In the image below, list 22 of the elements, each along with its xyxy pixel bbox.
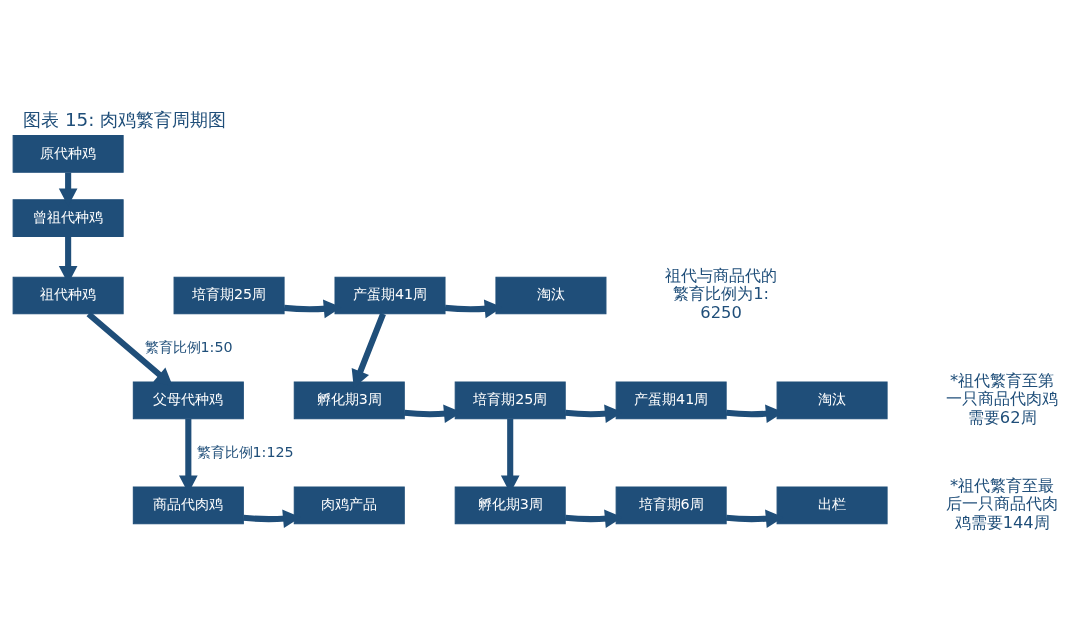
node-box: 肉鸡产品 <box>293 486 405 525</box>
node-box: 祖代种鸡 <box>12 276 124 315</box>
diagram-title: 图表 15: 肉鸡繁育周期图 <box>23 108 227 130</box>
node-box: 淘汰 <box>776 381 888 420</box>
node-box: 孵化期3周 <box>454 486 566 525</box>
node-box: 产蛋期41周 <box>334 276 446 315</box>
node-box: 培育期25周 <box>454 381 566 420</box>
node-box: 父母代种鸡 <box>132 381 244 420</box>
node-box: 培育期6周 <box>615 486 727 525</box>
node-box: 商品代肉鸡 <box>132 486 244 525</box>
label: *祖代繁育至最后一只商品代肉鸡需要144周 <box>946 475 1059 532</box>
label: *祖代繁育至第一只商品代肉鸡需要62周 <box>946 370 1059 427</box>
node-box: 原代种鸡 <box>12 135 124 173</box>
label: 祖代与商品代的繁育比例为1:6250 <box>665 266 778 322</box>
node-box: 孵化期3周 <box>293 381 405 420</box>
node-box: 淘汰 <box>495 276 607 315</box>
node-box: 产蛋期41周 <box>615 381 727 420</box>
node-box: 培育期25周 <box>173 276 285 315</box>
node-box: 出栏 <box>776 486 888 525</box>
edge-label: 繁育比例1:125 <box>196 443 294 460</box>
edge-label: 繁育比例1:50 <box>144 338 233 355</box>
node-box: 曾祖代种鸡 <box>12 199 124 237</box>
